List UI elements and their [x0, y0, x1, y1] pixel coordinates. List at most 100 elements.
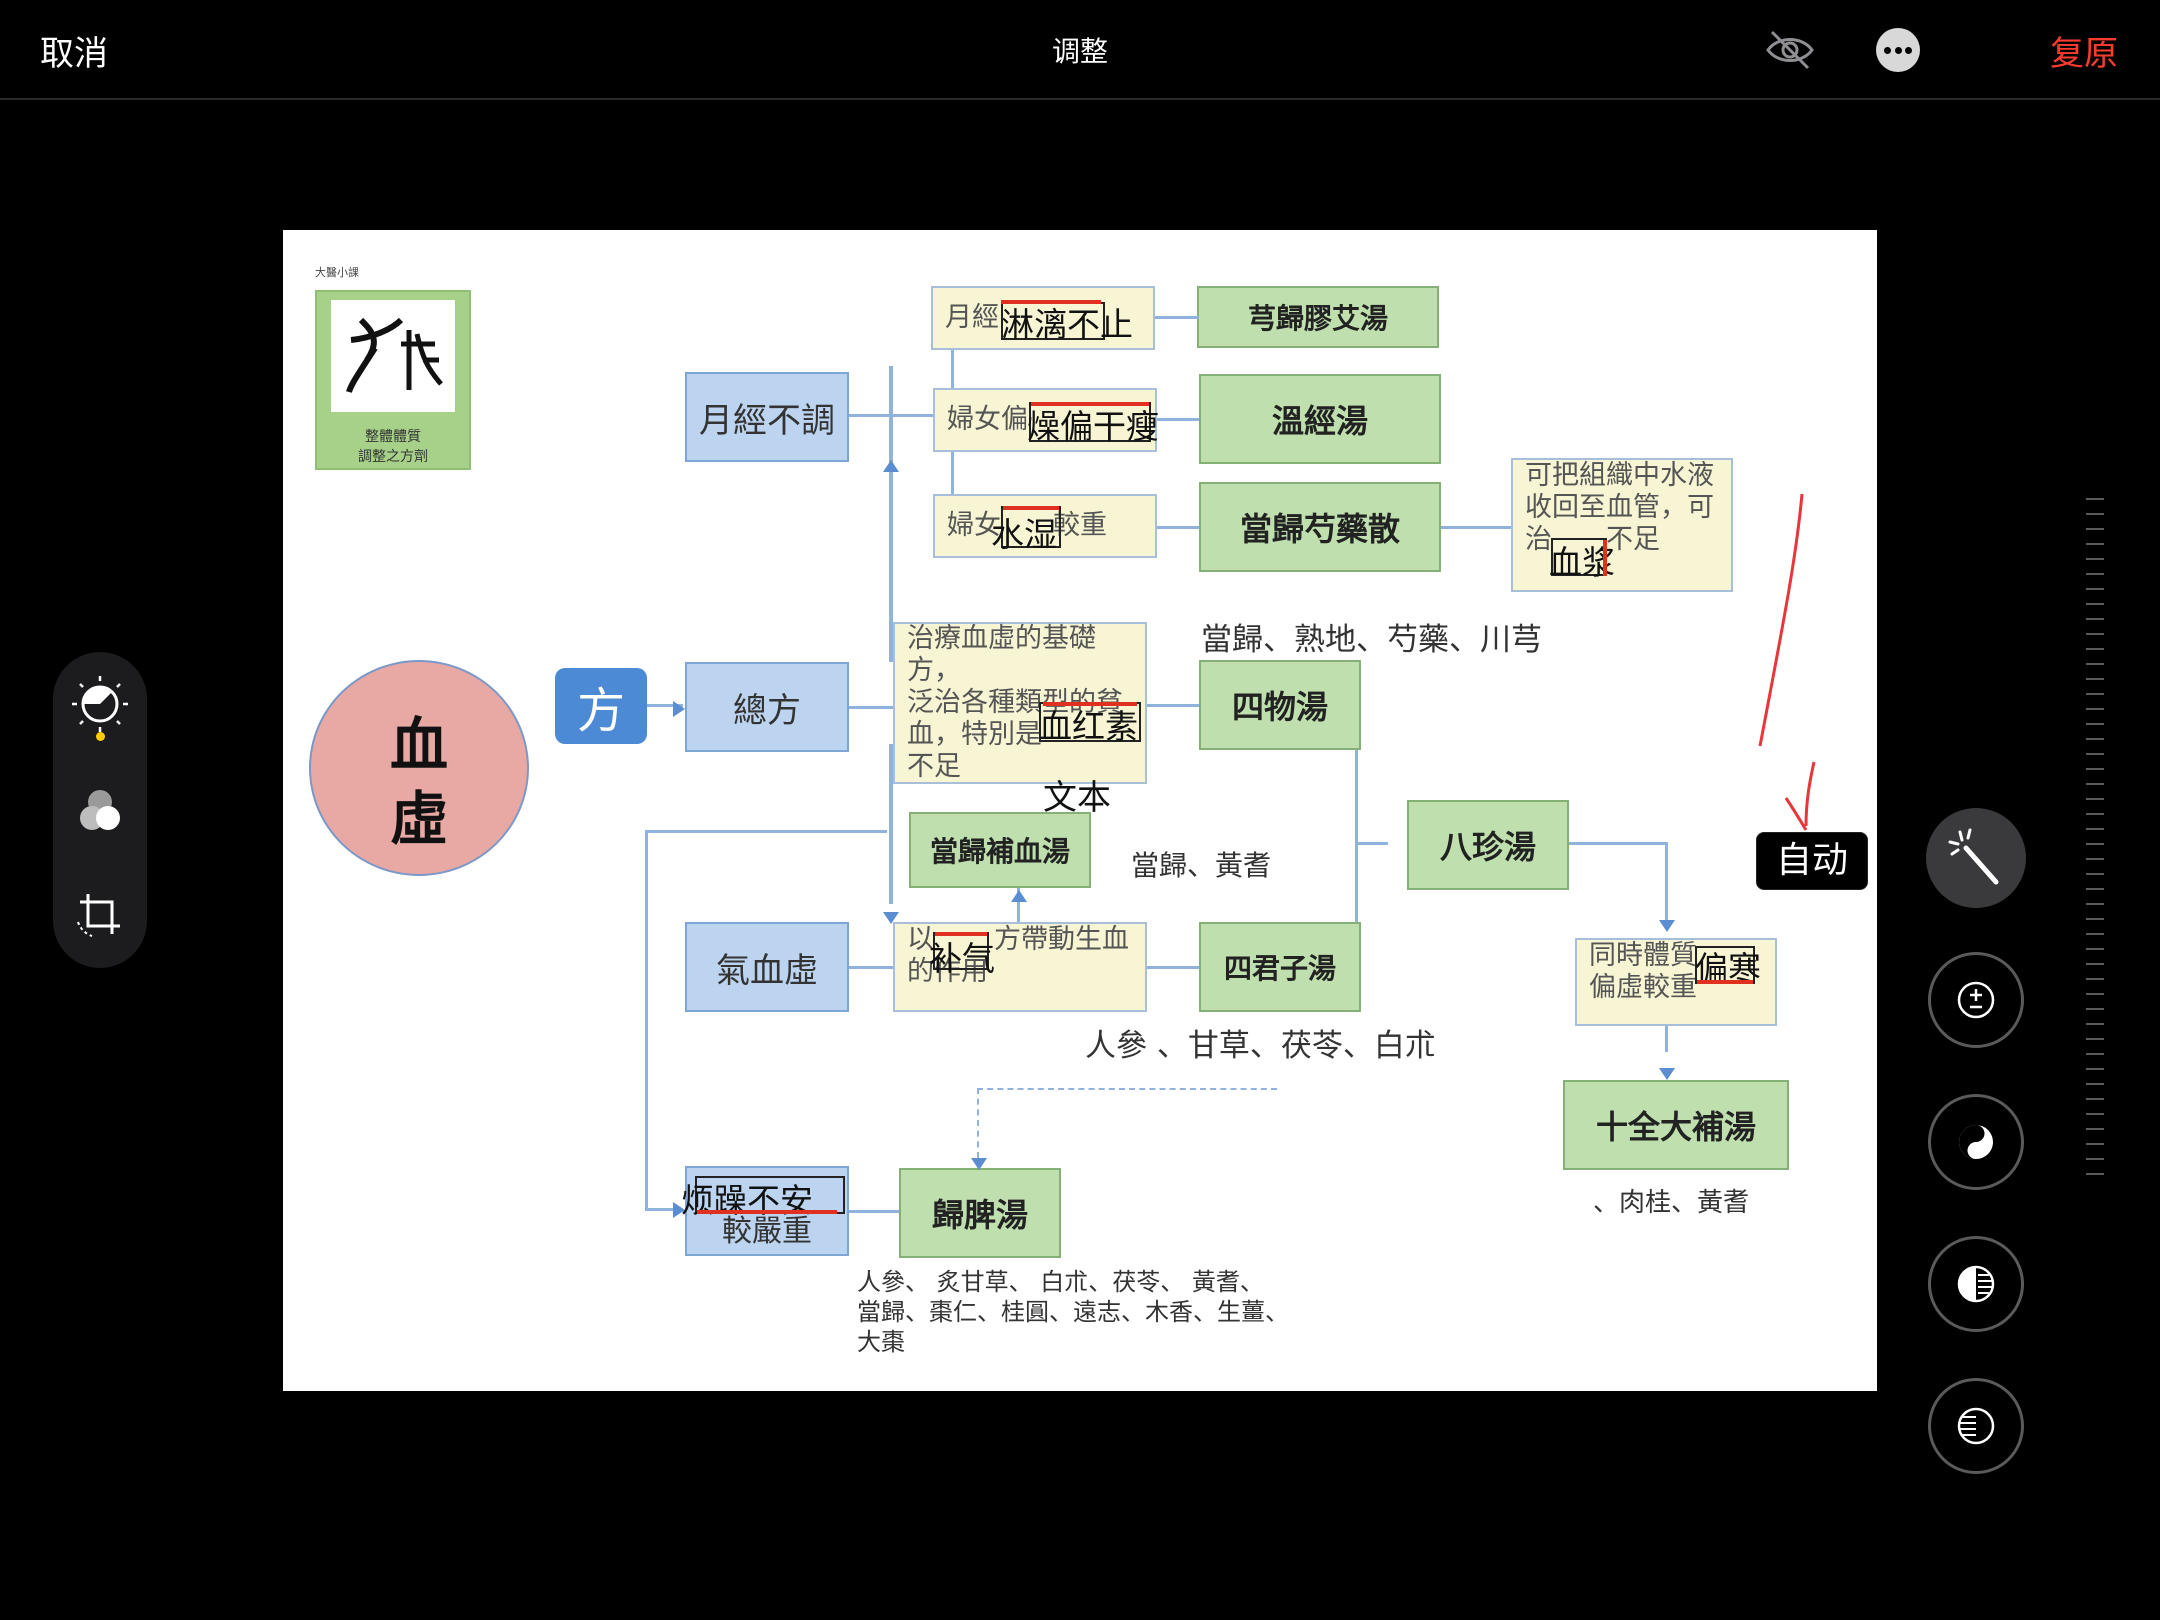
slider-tick: [2086, 633, 2104, 635]
connector: [1147, 966, 1199, 969]
text: 以: [907, 924, 934, 955]
overlay-zaopian: 燥偏干瘦: [1027, 407, 1159, 446]
more-options-button[interactable]: [1876, 28, 1920, 72]
adjustment-slider[interactable]: [2078, 490, 2112, 1230]
crop-rotate-icon[interactable]: [70, 884, 130, 944]
logo-top-text: 大醫小課: [315, 266, 359, 279]
shadows-button[interactable]: [1928, 1378, 2024, 1474]
connector: [1355, 702, 1358, 962]
connector: [889, 366, 893, 662]
slider-tick: [2086, 963, 2104, 965]
slider-tick: [2086, 528, 2104, 530]
connector: [893, 414, 953, 417]
slider-tick: [2086, 798, 2104, 800]
highlights-icon: [1957, 1265, 1995, 1303]
text: 收回至血管，可: [1525, 492, 1714, 523]
arrow-head: [673, 1202, 685, 1218]
text: 同時體質: [1589, 940, 1697, 971]
note-guipi-1: 人參、 炙甘草、 白朮、茯苓、 黃耆、: [857, 1268, 1264, 1296]
eye-slash-icon[interactable]: [1764, 28, 1816, 72]
brilliance-button[interactable]: [1928, 1094, 2024, 1190]
arrow-head: [1011, 890, 1027, 902]
connector: [1017, 886, 1020, 924]
top-bar: 取消 调整 复原: [0, 0, 2160, 100]
slider-tick: [2086, 1023, 2104, 1025]
text: 可把組織中水液: [1525, 460, 1714, 491]
slider-tick: [2086, 978, 2104, 980]
slider-tick: [2086, 1143, 2104, 1145]
connector: [1157, 526, 1199, 529]
underline: [1031, 402, 1149, 406]
slider-tick: [2086, 753, 2104, 755]
text: 血，特別是: [907, 719, 1042, 750]
shadows-icon: [1957, 1407, 1995, 1445]
adjust-dial-icon[interactable]: [70, 674, 130, 734]
pen-stroke: [1758, 493, 1816, 831]
slider-tick: [2086, 1113, 2104, 1115]
text: 月經: [945, 302, 999, 333]
connector: [1157, 418, 1199, 421]
slider-tick: [2086, 1128, 2104, 1130]
underline: [697, 1210, 837, 1214]
overlay-linli: 淋漓不止: [1001, 305, 1133, 344]
arrow-head: [1659, 920, 1675, 932]
slider-tick: [2086, 678, 2104, 680]
slider-tick: [2086, 1068, 2104, 1070]
slider-tick: [2086, 723, 2104, 725]
circle-text-2: 虛: [389, 785, 448, 853]
text: 治療血虛的基礎方，: [907, 623, 1096, 686]
slider-tick: [2086, 543, 2104, 545]
box-yuejing: 月經不調: [685, 372, 849, 462]
note-guipi-3: 大棗: [857, 1328, 905, 1356]
slider-tick: [2086, 948, 2104, 950]
box-bazhen: 八珍湯: [1407, 800, 1569, 890]
connector: [849, 414, 889, 417]
cancel-button[interactable]: 取消: [40, 34, 108, 74]
underline: [935, 932, 987, 936]
underline: [1001, 300, 1101, 304]
auto-label: 自动: [1756, 832, 1868, 890]
arrow-head: [1659, 1068, 1675, 1080]
slider-tick: [2086, 693, 2104, 695]
logo: 整體體質 調整之方劑: [315, 290, 471, 470]
box-buqi: 以方帶動生血 的作用: [893, 922, 1147, 1012]
connector: [849, 966, 893, 969]
auto-enhance-button[interactable]: [1926, 808, 2026, 908]
connector-dashed: [977, 1088, 981, 1158]
note-guipi-2: 當歸、棗仁、桂圓、遠志、木香、生薑、: [857, 1298, 1289, 1326]
box-wenjing: 溫經湯: [1199, 374, 1441, 464]
exposure-button[interactable]: [1928, 952, 2024, 1048]
slider-tick: [2086, 648, 2104, 650]
selected-indicator: [96, 732, 105, 741]
slider-tick: [2086, 813, 2104, 815]
slider-tick: [2086, 933, 2104, 935]
filters-icon[interactable]: [70, 782, 130, 842]
edited-photo: 大醫小課 整體體質 調整之方劑 血 虛 方 月經不調 總方 氣血虛 較嚴重 月經…: [283, 230, 1877, 1391]
slider-tick: [2086, 1038, 2104, 1040]
slider-tick: [2086, 873, 2104, 875]
text: 不足: [1606, 524, 1660, 555]
slider-tick: [2086, 783, 2104, 785]
slider-tick: [2086, 1053, 2104, 1055]
text: 方帶動生血: [994, 924, 1129, 955]
connector: [1155, 316, 1199, 319]
box-qixue: 氣血虛: [685, 922, 849, 1012]
connector: [1665, 1024, 1668, 1052]
page-title: 调整: [1051, 35, 1108, 68]
brilliance-icon: [1959, 1125, 1993, 1159]
note-siwu-herbs: 當歸、熟地、芍藥、川芎: [1201, 622, 1542, 658]
logo-calligraphy: [331, 300, 455, 412]
note-shiquan-herbs: 、肉桂、黃耆: [1593, 1188, 1750, 1218]
slider-tick: [2086, 498, 2104, 500]
slider-tick: [2086, 918, 2104, 920]
slider-tick: [2086, 888, 2104, 890]
connector: [889, 744, 893, 904]
underline: [1043, 702, 1137, 706]
underline: [1603, 540, 1607, 576]
overlay-fanzao: 烦躁不安: [681, 1181, 813, 1220]
revert-button[interactable]: 复原: [2050, 34, 2118, 74]
connector: [1358, 842, 1388, 845]
slider-tick: [2086, 663, 2104, 665]
highlights-button[interactable]: [1928, 1236, 2024, 1332]
box-xiongui: 芎歸膠艾湯: [1197, 286, 1439, 348]
